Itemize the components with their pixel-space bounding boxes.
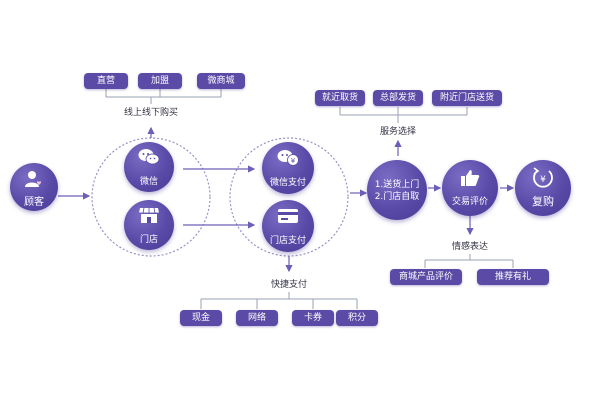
referral-reward-pill[interactable]: 推荐有礼	[477, 269, 549, 285]
wechat-label: 微信	[139, 177, 158, 187]
pay-voucher-pill[interactable]: 卡券	[292, 310, 334, 326]
service-hq-shipping-pill[interactable]: 总部发货	[373, 90, 423, 106]
yen-cycle-icon: ¥	[533, 167, 553, 188]
repurchase-label: 复购	[532, 195, 554, 208]
channel-microstore-pill[interactable]: 微商城	[197, 73, 245, 89]
evaluation-node[interactable]: 交易评价	[442, 160, 498, 216]
wechat-node[interactable]: 微信	[124, 142, 174, 192]
bracket-payment-methods	[200, 292, 358, 309]
user-heart-icon	[25, 171, 42, 187]
service-nearby-pickup-pill[interactable]: 就近取货	[315, 90, 365, 106]
svg-text:¥: ¥	[540, 175, 546, 185]
mall-review-pill[interactable]: 商城产品评价	[390, 269, 462, 285]
service-caption: 服务选择	[379, 127, 416, 137]
wechat-pay-label: 微信支付	[269, 178, 306, 188]
service-store-delivery-pill[interactable]: 附近门店送货	[432, 90, 502, 106]
card-icon	[278, 209, 298, 223]
store-label: 门店	[139, 235, 158, 245]
wechat-pay-node[interactable]: ¥ 微信支付	[262, 142, 314, 194]
wechat-pay-icon: ¥	[277, 150, 299, 166]
store-pay-node[interactable]: 门店支付	[262, 200, 314, 252]
bracket-channels	[105, 89, 222, 104]
channel-caption: 线上线下购买	[123, 108, 178, 118]
repurchase-node[interactable]: ¥ 复购	[515, 160, 571, 216]
pay-cash-pill[interactable]: 现金	[180, 310, 222, 326]
storefront-icon	[139, 207, 159, 223]
pay-points-pill[interactable]: 积分	[336, 310, 378, 326]
store-node[interactable]: 门店	[124, 200, 174, 250]
payment-caption: 快捷支付	[270, 280, 307, 290]
thumbs-up-icon	[461, 170, 480, 186]
wechat-icon	[138, 149, 160, 165]
channel-direct-pill[interactable]: 直营	[84, 73, 128, 89]
store-pay-label: 门店支付	[269, 236, 306, 246]
emotion-caption: 情感表达	[451, 242, 488, 252]
delivery-node[interactable]: 1.送货上门 2.门店自取	[367, 160, 427, 220]
customer-node: 顾客	[10, 163, 58, 211]
bracket-evaluation-options	[424, 254, 514, 268]
delivery-line-2: 2.门店自取	[374, 192, 420, 202]
pay-online-pill[interactable]: 网络	[236, 310, 278, 326]
svg-text:¥: ¥	[291, 157, 296, 165]
customer-label: 顾客	[24, 197, 44, 208]
delivery-line-1: 1.送货上门	[374, 180, 420, 190]
bracket-service-options	[339, 107, 468, 123]
evaluation-label: 交易评价	[451, 197, 488, 207]
channel-franchise-pill[interactable]: 加盟	[138, 73, 182, 89]
